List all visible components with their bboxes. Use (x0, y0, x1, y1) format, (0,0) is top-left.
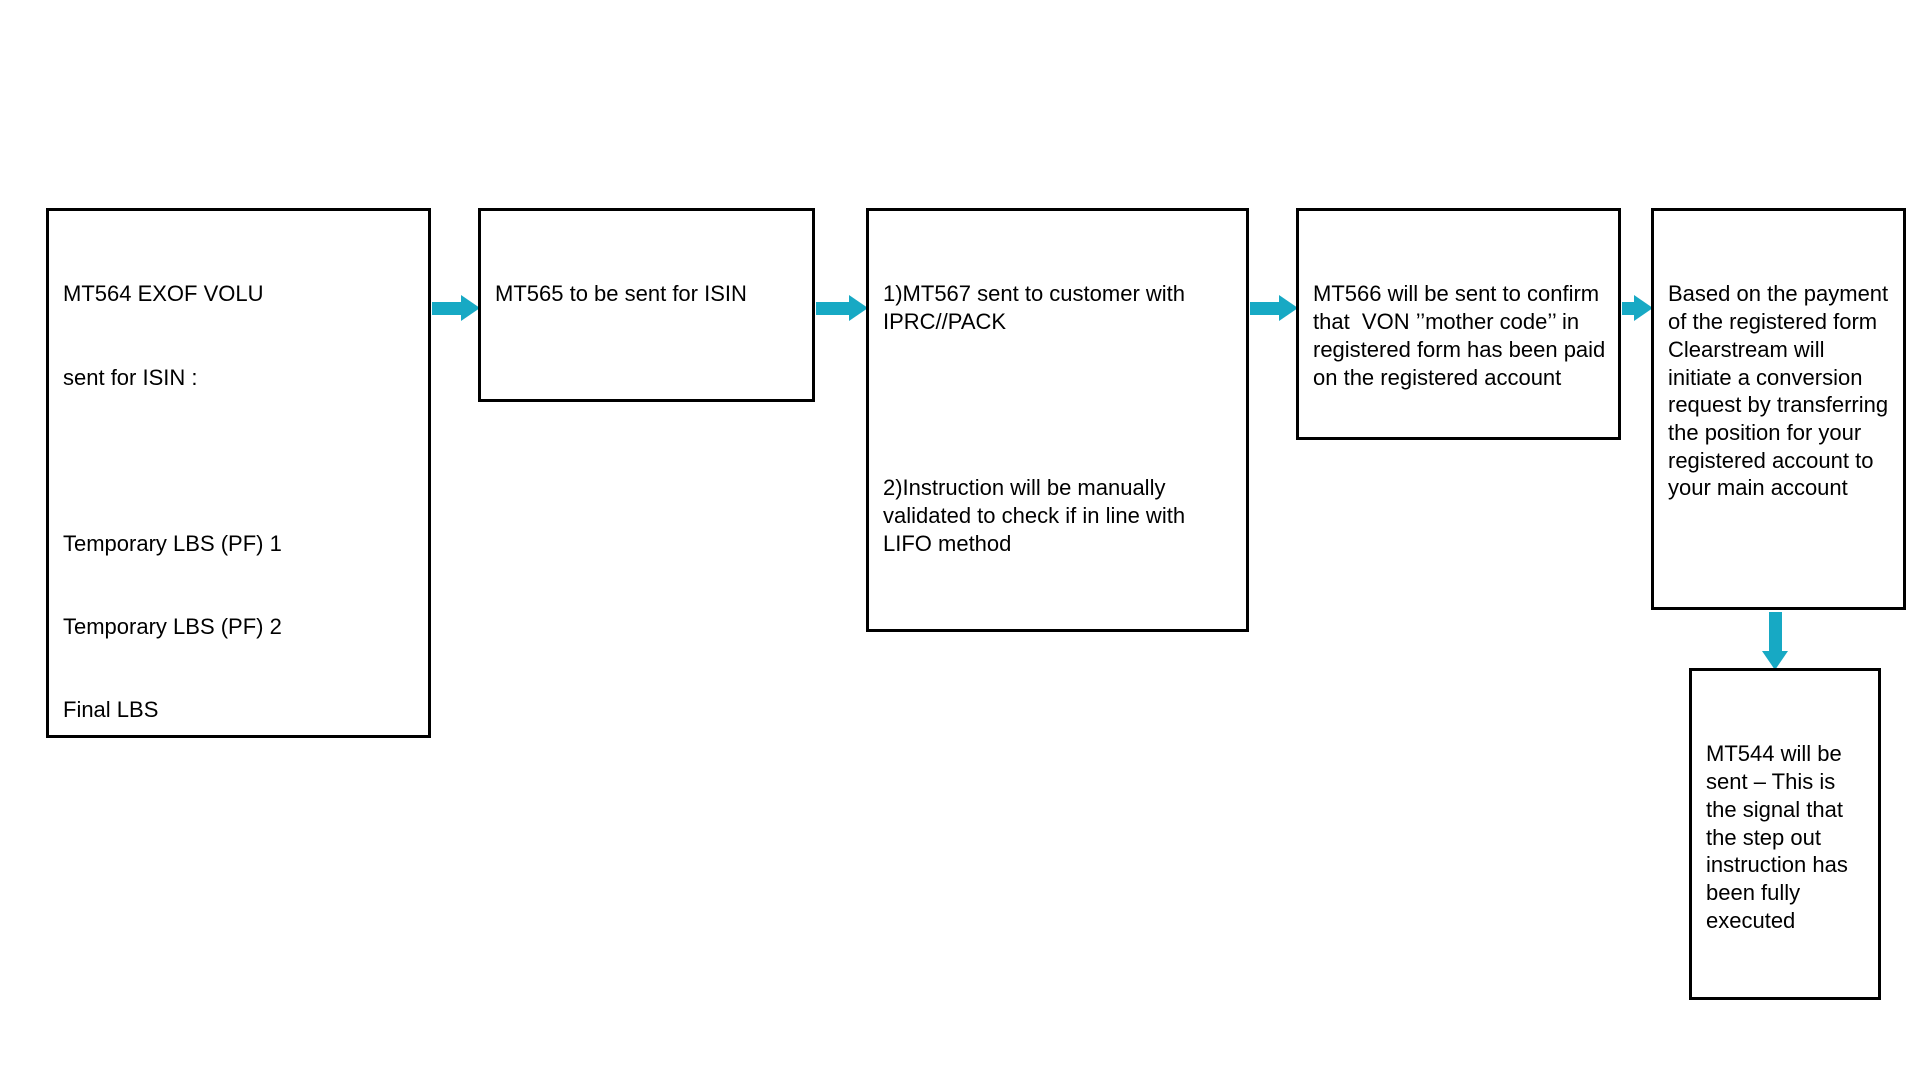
arrow-instruction-to-status (816, 295, 868, 321)
flow-box-status[interactable]: 1)MT567 sent to customer with IPRC//PACK… (866, 208, 1249, 632)
notification-line-5: Final LBS (63, 697, 159, 723)
notification-spacer-1 (63, 447, 416, 475)
notification-line-2: sent for ISIN : (63, 364, 198, 390)
confirmation-text: MT566 will be sent to confirm that VON ’… (1313, 281, 1612, 390)
status-spacer-2 (883, 613, 1234, 629)
arrow-head-right-icon (1279, 295, 1298, 321)
arrow-notification-to-instruction (432, 295, 480, 321)
flow-box-notification[interactable]: MT564 EXOF VOLU sent for ISIN : Temporar… (46, 208, 431, 738)
arrow-conversion-to-settlement (1762, 612, 1788, 670)
arrow-status-to-confirm (1250, 295, 1298, 321)
arrow-head-right-icon (849, 295, 868, 321)
flow-box-instruction[interactable]: MT565 to be sent for ISIN Temporary LBS … (478, 208, 815, 402)
arrow-head-right-icon (461, 295, 480, 321)
arrow-shaft (1250, 302, 1281, 315)
status-item-2: 2)Instruction will be manually validated… (883, 475, 1192, 556)
arrow-shaft (1622, 302, 1636, 315)
notification-line-1: MT564 EXOF VOLU (63, 281, 264, 307)
flow-box-confirmation[interactable]: MT566 will be sent to confirm that VON ’… (1296, 208, 1621, 440)
status-item-1: 1)MT567 sent to customer with IPRC//PACK (883, 281, 1192, 335)
arrow-head-down-icon (1762, 651, 1788, 670)
arrow-shaft (432, 302, 463, 315)
arrow-confirm-to-conversion (1622, 295, 1653, 321)
notification-line-3: Temporary LBS (PF) 1 (63, 530, 282, 556)
notification-line-4: Temporary LBS (PF) 2 (63, 614, 282, 640)
settlement-text: MT544 will be sent – This is the signal … (1706, 741, 1854, 933)
flow-box-conversion[interactable]: Based on the payment of the registered f… (1651, 208, 1906, 610)
instruction-line-1: MT565 to be sent for ISIN (495, 281, 747, 307)
arrow-shaft (1769, 612, 1782, 653)
conversion-text: Based on the payment of the registered f… (1668, 281, 1895, 501)
arrow-shaft (816, 302, 851, 315)
flow-box-settlement[interactable]: MT544 will be sent – This is the signal … (1689, 668, 1881, 1000)
instruction-spacer-1 (495, 364, 800, 392)
arrow-head-right-icon (1634, 295, 1653, 321)
status-spacer-1 (883, 391, 1234, 419)
